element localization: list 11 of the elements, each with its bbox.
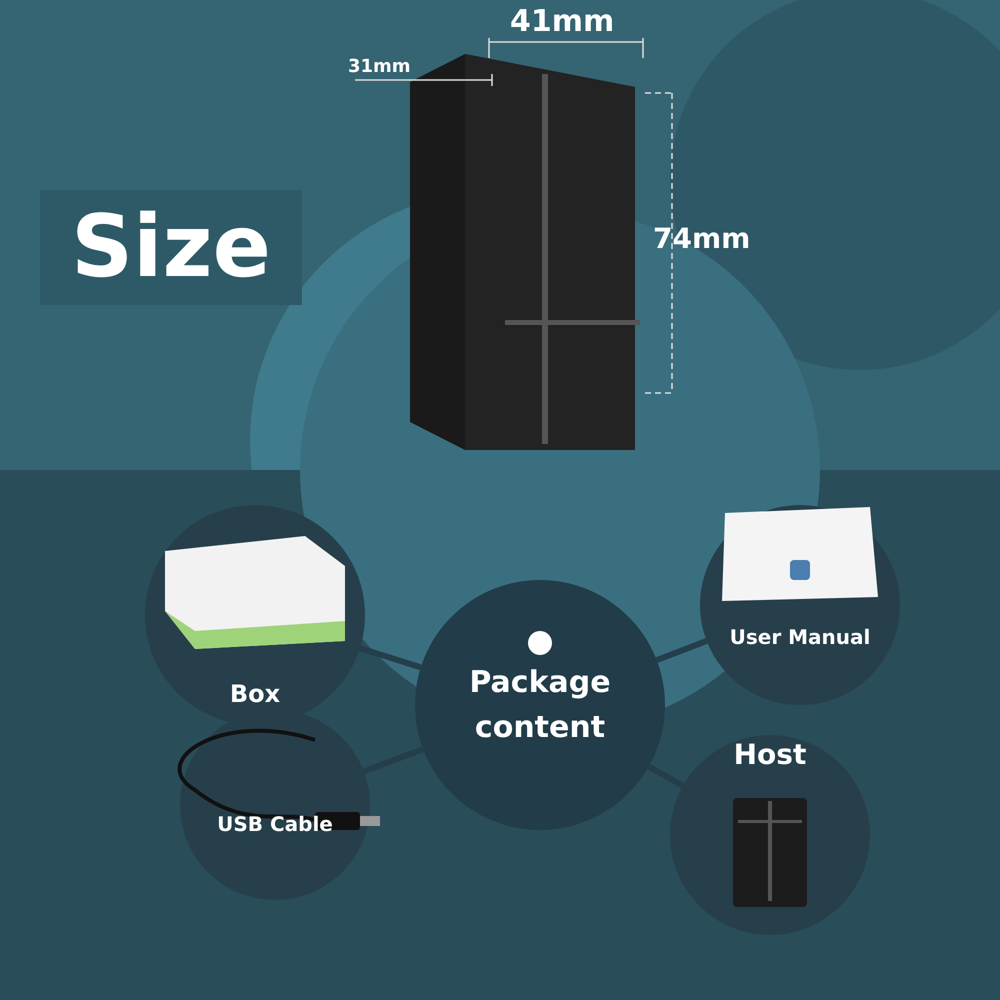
item-label: USB Cable xyxy=(216,812,334,836)
dimension-label: 31mm xyxy=(348,56,411,77)
connector-line xyxy=(359,645,422,670)
dimension-label: 41mm xyxy=(510,4,614,39)
item-label: Host xyxy=(732,738,808,772)
dimension-label: 74mm xyxy=(653,222,750,255)
connector-line xyxy=(656,638,708,663)
item-label: Package content xyxy=(468,664,612,747)
item-label: User Manual xyxy=(728,625,872,649)
item-label: Box xyxy=(228,680,282,708)
title-banner: Size xyxy=(40,190,302,305)
